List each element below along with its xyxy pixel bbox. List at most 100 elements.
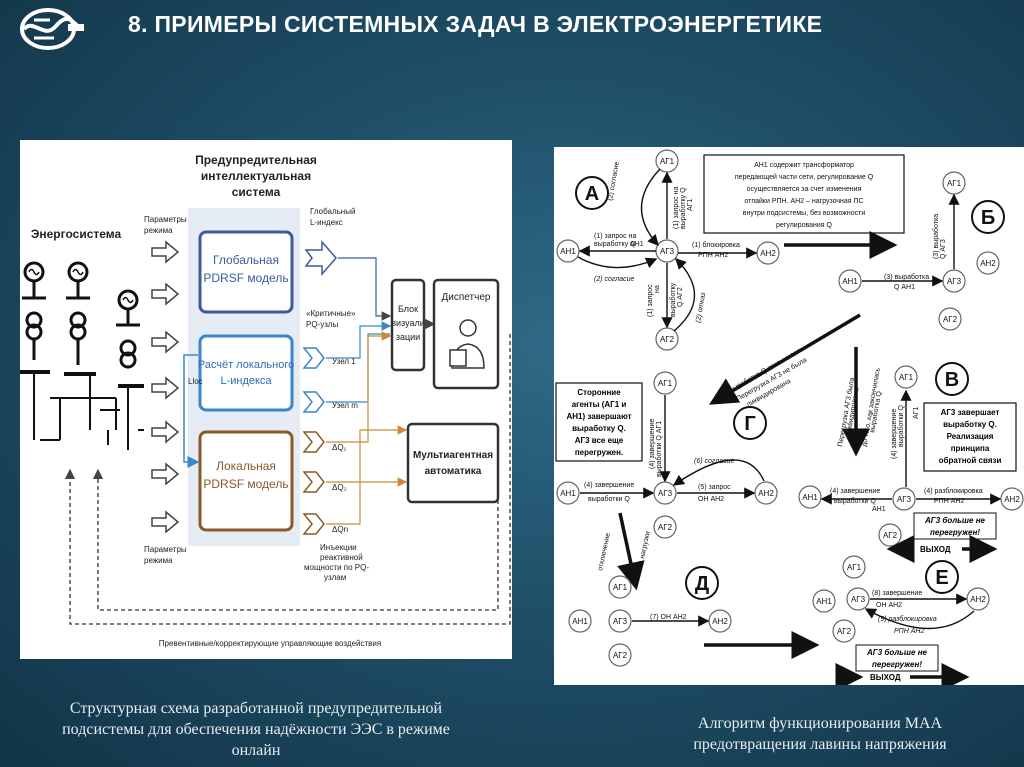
v-finish-an1-3: АН1	[872, 506, 886, 513]
generator-icon	[20, 261, 144, 388]
g-otkl-2: нагрузки	[639, 531, 652, 560]
global-l-1: Глобальный	[310, 207, 355, 216]
b-an1-1: (3) выработка	[884, 273, 929, 281]
info-6: регулирования Q	[776, 222, 833, 229]
svg-text:АН2: АН2	[1004, 495, 1020, 504]
caption-left-1: Структурная схема разработанной предупре…	[69, 700, 443, 717]
node-ag1-a: АГ1	[660, 157, 675, 166]
svg-text:АГ3: АГ3	[851, 595, 866, 604]
g-otkl-1: отключение	[597, 532, 612, 571]
a-req-an1-1: (1) запрос на	[594, 233, 636, 240]
exit-e: ВЫХОД	[870, 673, 901, 682]
svg-text:АН1: АН1	[560, 489, 576, 498]
energosystem-label: Энергосистема	[31, 227, 122, 241]
svg-text:АГ3: АГ3	[947, 277, 962, 286]
g-soglasie: (6) согласие	[694, 458, 735, 465]
node-m: Узел m	[332, 401, 358, 410]
box-v-2: выработку Q.	[943, 420, 997, 429]
a-soglasie: (2) согласие	[607, 161, 621, 201]
node-ag2-a: АГ2	[660, 335, 675, 344]
svg-text:АН1: АН1	[816, 597, 832, 606]
info-box	[703, 154, 905, 234]
local-calc-1: Расчёт локального	[198, 359, 294, 371]
dq-n: ΔQn	[332, 525, 348, 534]
box-v-4: принципа	[951, 444, 990, 453]
svg-text:АГ2: АГ2	[613, 651, 628, 660]
structural-diagram: Предупредительная интеллектуальная систе…	[20, 140, 512, 659]
a-block-2: РПН АН2	[698, 252, 728, 259]
a-req-an1-2: выработку Q	[594, 240, 636, 248]
caption-left-2: подсистемы для обеспечения надёжности ЭЭ…	[62, 721, 450, 738]
info-5: внутри подсистемы, без возможности	[743, 209, 866, 217]
local-calc-2: L-индекса	[220, 375, 272, 387]
node-ag3-a: АГ3	[660, 247, 675, 256]
a-req2-4: Q АГ2	[677, 287, 684, 307]
box-g-6: перегружен.	[575, 448, 623, 457]
d-on: (7) ОН АН2	[650, 614, 687, 621]
dispatcher-label: Диспетчер	[442, 292, 491, 303]
node-an1-a: АН1	[560, 247, 576, 256]
input-arrows-icon	[151, 240, 180, 534]
a-block-1: (1) блокировка	[692, 241, 740, 249]
e-finish-1: (8) завершение	[872, 590, 922, 597]
g-req-1: (5) запрос	[698, 484, 731, 491]
svg-text:АН2: АН2	[980, 259, 996, 268]
a-req1-1: (1) запрос на	[673, 187, 680, 229]
g-finish-an1-2: выработки Q	[588, 495, 630, 503]
b-ag3-1: (3) выработка	[932, 214, 940, 259]
dq-2: ΔQ₂	[332, 483, 347, 492]
v-not-overloaded-2: перегружен!	[930, 528, 980, 537]
network-lines-icon	[33, 372, 144, 450]
system-header-1: Предупредительная	[195, 153, 317, 167]
local-l-index-box	[198, 334, 294, 412]
svg-text:АГ3: АГ3	[897, 495, 912, 504]
params-bottom-1: Параметры	[144, 545, 187, 554]
v-unblock-1: (4) разблокировка	[924, 487, 983, 495]
box-g-1: Сторонние	[577, 388, 621, 397]
svg-text:АГ2: АГ2	[943, 315, 958, 324]
letter-v: В	[945, 369, 959, 391]
info-3: осуществляется за счет изменения	[747, 186, 862, 193]
box-v-3: Реализация	[947, 432, 994, 441]
critical-1: «Критичные»	[306, 309, 356, 318]
injections-4: узлам	[324, 573, 346, 582]
slide-title: 8. ПРИМЕРЫ СИСТЕМНЫХ ЗАДАЧ В ЭЛЕКТРОЭНЕР…	[128, 11, 823, 37]
caption-right-2: предотвращения лавины напряжения	[693, 736, 947, 753]
g-req-2: ОН АН2	[698, 496, 724, 503]
b-ag3-2: Q АГ3	[940, 239, 947, 259]
v-finish-ag1-2: выработки Q	[897, 405, 905, 447]
injections-3: мощности по PQ-	[304, 563, 369, 572]
v-finish-ag1-1: (4) завершение	[891, 409, 898, 459]
dq-1: ΔQ₁	[332, 443, 347, 452]
svg-text:АГ2: АГ2	[837, 627, 852, 636]
algorithm-diagram-svg: .node { fill:#fff; stroke:#666; stroke-w…	[555, 149, 1024, 691]
caption-right: Алгоритм функционирования МАА предотвращ…	[640, 713, 1000, 755]
caption-left-3: онлайн	[231, 742, 281, 759]
v-finish-ag1-3: АГ1	[913, 407, 920, 419]
system-header-3: система	[232, 185, 281, 199]
svg-text:АН1: АН1	[842, 277, 858, 286]
e-finish-2: ОН АН2	[876, 602, 902, 609]
global-model-2: PDRSF модель	[203, 271, 288, 285]
multiagent-1: Мультиагентная	[413, 450, 493, 461]
multiagent-automation-box	[406, 422, 500, 504]
e-not-overloaded-2: перегружен!	[872, 660, 922, 669]
l-loc-label: Lloc	[188, 377, 203, 386]
box-v-5: обратной связи	[939, 456, 1002, 465]
info-4: отпайки РПН. АН2 – нагрузочная ПС	[744, 197, 863, 205]
local-model-2: PDRSF модель	[203, 477, 288, 491]
global-pdrsf-model-box	[198, 230, 294, 314]
injections-2: реактивной	[320, 553, 363, 562]
dq-arrows-icon	[302, 431, 325, 535]
letter-g: Г	[744, 413, 755, 435]
box-g-4: выработку Q.	[572, 424, 626, 433]
e-not-overloaded-1: АГ3 больше не	[866, 648, 928, 657]
v-unblock-2: РПН АН2	[934, 498, 964, 505]
params-bottom-2: режима	[144, 556, 173, 565]
svg-text:АН2: АН2	[970, 595, 986, 604]
g-finish-an1-1: (4) завершение	[584, 482, 634, 489]
caption-right-1: Алгоритм функционирования МАА	[697, 715, 943, 732]
vis-block-1: Блок	[398, 304, 418, 314]
v-finish-an1-1: (4) завершение	[830, 488, 880, 495]
box-v-1: АГ3 завершает	[941, 408, 1000, 417]
